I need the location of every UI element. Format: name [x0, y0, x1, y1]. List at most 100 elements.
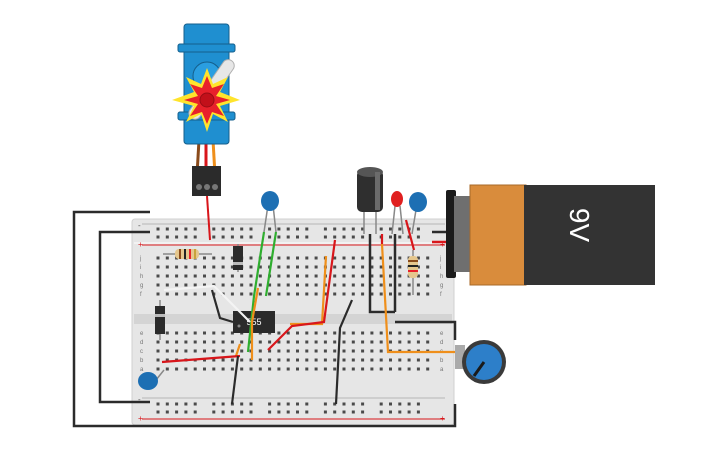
breadboard-hole[interactable] [323, 331, 327, 335]
breadboard-hole[interactable] [333, 265, 337, 269]
breadboard-hole[interactable] [156, 292, 160, 296]
breadboard-hole[interactable] [379, 265, 383, 269]
breadboard-hole[interactable] [249, 256, 253, 260]
breadboard-hole[interactable] [268, 256, 272, 260]
breadboard-hole[interactable] [156, 367, 160, 371]
breadboard-hole[interactable] [193, 235, 197, 239]
breadboard-hole[interactable] [333, 402, 337, 406]
breadboard-hole[interactable] [156, 274, 160, 278]
breadboard-hole[interactable] [184, 367, 188, 371]
breadboard-hole[interactable] [370, 265, 374, 269]
breadboard-hole[interactable] [240, 227, 244, 231]
breadboard-hole[interactable] [351, 274, 355, 278]
diode-left[interactable] [155, 300, 165, 340]
breadboard-hole[interactable] [184, 227, 188, 231]
breadboard-hole[interactable] [249, 265, 253, 269]
breadboard-hole[interactable] [296, 340, 299, 344]
breadboard-hole[interactable] [258, 292, 262, 296]
breadboard-hole[interactable] [286, 256, 290, 260]
breadboard-hole[interactable] [212, 402, 216, 406]
breadboard-hole[interactable] [175, 274, 179, 278]
breadboard-hole[interactable] [379, 292, 383, 296]
breadboard-hole[interactable] [230, 256, 234, 260]
breadboard-hole[interactable] [342, 283, 346, 287]
led[interactable] [391, 191, 404, 235]
breadboard-hole[interactable] [286, 340, 290, 344]
breadboard-hole[interactable] [379, 340, 383, 344]
breadboard-hole[interactable] [389, 292, 392, 296]
breadboard-hole[interactable] [361, 256, 365, 260]
breadboard-hole[interactable] [212, 349, 216, 353]
breadboard-hole[interactable] [379, 402, 383, 406]
breadboard-hole[interactable] [175, 265, 179, 269]
breadboard-hole[interactable] [351, 331, 355, 335]
breadboard-hole[interactable] [407, 340, 411, 344]
breadboard-hole[interactable] [221, 358, 225, 362]
breadboard-hole[interactable] [286, 358, 290, 362]
breadboard-hole[interactable] [296, 410, 299, 414]
breadboard-hole[interactable] [277, 274, 281, 278]
wire-black-ic-bottom[interactable] [230, 355, 240, 405]
breadboard-hole[interactable] [203, 358, 206, 362]
breadboard-hole[interactable] [286, 227, 290, 231]
breadboard-hole[interactable] [286, 349, 290, 353]
breadboard-hole[interactable] [156, 349, 160, 353]
breadboard-hole[interactable] [268, 349, 272, 353]
breadboard-hole[interactable] [342, 331, 346, 335]
breadboard-hole[interactable] [342, 265, 346, 269]
breadboard-hole[interactable] [342, 256, 346, 260]
breadboard-hole[interactable] [426, 367, 430, 371]
breadboard-hole[interactable] [351, 410, 355, 414]
breadboard-hole[interactable] [184, 340, 188, 344]
breadboard-hole[interactable] [370, 292, 374, 296]
breadboard-hole[interactable] [249, 235, 253, 239]
breadboard-hole[interactable] [286, 283, 290, 287]
breadboard-hole[interactable] [249, 367, 253, 371]
breadboard-hole[interactable] [361, 367, 365, 371]
breadboard-hole[interactable] [333, 349, 337, 353]
breadboard-hole[interactable] [277, 235, 281, 239]
breadboard-hole[interactable] [351, 235, 355, 239]
breadboard-hole[interactable] [296, 274, 299, 278]
breadboard-hole[interactable] [212, 340, 216, 344]
breadboard-hole[interactable] [370, 367, 374, 371]
breadboard-hole[interactable] [370, 256, 374, 260]
breadboard-hole[interactable] [165, 367, 169, 371]
breadboard-hole[interactable] [156, 227, 160, 231]
breadboard-hole[interactable] [193, 367, 197, 371]
breadboard-hole[interactable] [407, 367, 411, 371]
breadboard-hole[interactable] [333, 292, 337, 296]
breadboard-hole[interactable] [165, 410, 169, 414]
breadboard-hole[interactable] [258, 340, 262, 344]
breadboard-hole[interactable] [379, 256, 383, 260]
breadboard-hole[interactable] [398, 265, 402, 269]
breadboard-hole[interactable] [389, 402, 392, 406]
breadboard-hole[interactable] [305, 358, 309, 362]
breadboard-hole[interactable] [203, 292, 206, 296]
breadboard-hole[interactable] [193, 340, 197, 344]
breadboard-hole[interactable] [268, 367, 272, 371]
breadboard-hole[interactable] [379, 367, 383, 371]
breadboard-hole[interactable] [361, 274, 365, 278]
resistor-right[interactable] [408, 250, 418, 295]
breadboard-hole[interactable] [230, 292, 234, 296]
breadboard-hole[interactable] [212, 331, 216, 335]
breadboard-hole[interactable] [296, 402, 299, 406]
breadboard-hole[interactable] [156, 283, 160, 287]
breadboard-hole[interactable] [370, 331, 374, 335]
breadboard-hole[interactable] [398, 227, 402, 231]
breadboard-hole[interactable] [333, 331, 337, 335]
breadboard-hole[interactable] [240, 410, 244, 414]
breadboard-hole[interactable] [305, 292, 309, 296]
breadboard-hole[interactable] [426, 340, 430, 344]
breadboard-hole[interactable] [175, 292, 179, 296]
breadboard-hole[interactable] [268, 235, 272, 239]
breadboard-hole[interactable] [221, 274, 225, 278]
breadboard-hole[interactable] [240, 340, 244, 344]
breadboard-hole[interactable] [165, 256, 169, 260]
breadboard-hole[interactable] [230, 358, 234, 362]
breadboard-hole[interactable] [258, 367, 262, 371]
breadboard-hole[interactable] [370, 358, 374, 362]
breadboard-hole[interactable] [296, 256, 299, 260]
breadboard-hole[interactable] [314, 283, 318, 287]
